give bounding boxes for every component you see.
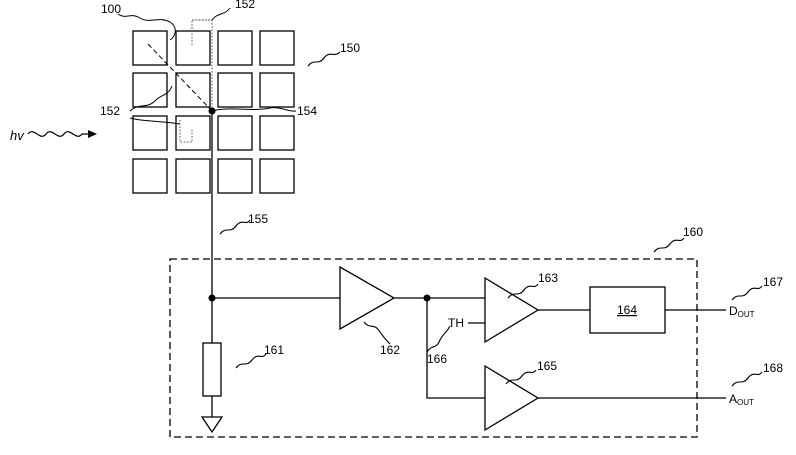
node-154 — [208, 107, 216, 115]
label-166: 166 — [427, 352, 447, 366]
label-161: 161 — [264, 343, 284, 357]
leader-154 — [211, 107, 297, 112]
label-100: 100 — [101, 2, 121, 16]
squiggle-163 — [507, 283, 539, 299]
dotted-boundary — [179, 19, 213, 143]
squiggle-150 — [307, 51, 341, 67]
ground-symbol — [200, 416, 224, 434]
aout-main: A — [729, 392, 737, 406]
label-152-left: 152 — [100, 104, 120, 118]
pixel — [132, 115, 168, 151]
pixel — [259, 30, 295, 66]
dout-sub: OUT — [738, 310, 755, 319]
label-165: 165 — [537, 359, 557, 373]
squiggle-160 — [653, 237, 685, 253]
pixel — [217, 115, 253, 151]
pixel — [217, 72, 253, 108]
squiggle-168 — [731, 371, 763, 387]
label-th: TH — [448, 316, 464, 330]
label-160: 160 — [683, 225, 703, 239]
label-163: 163 — [538, 271, 558, 285]
pixel-array — [132, 30, 295, 194]
aout-sub: OUT — [737, 398, 754, 407]
circuit-box — [169, 258, 698, 438]
comparator-165 — [484, 364, 540, 432]
pixel — [259, 158, 295, 194]
wire-to-165 — [426, 298, 485, 399]
squiggle-162 — [363, 321, 391, 345]
squiggle-161 — [235, 353, 267, 369]
squiggle-155 — [219, 219, 251, 235]
dout-main: D — [729, 304, 738, 318]
leader-100 — [117, 13, 176, 41]
photon-arrowhead — [88, 130, 97, 138]
diagonal-line — [147, 43, 213, 112]
pixel — [217, 30, 253, 66]
squiggle-165 — [505, 369, 537, 385]
label-dout: DOUT — [729, 304, 755, 319]
leader-152-left-tail — [129, 117, 181, 125]
pixel — [259, 72, 295, 108]
comparator-163 — [484, 276, 540, 344]
pixel — [175, 72, 211, 108]
squiggle-167 — [731, 285, 763, 301]
photon-wave — [27, 131, 88, 137]
label-154: 154 — [297, 104, 317, 118]
label-155: 155 — [248, 212, 268, 226]
amplifier-162 — [339, 265, 396, 331]
leader-152-top — [211, 7, 231, 21]
pixel — [259, 115, 295, 151]
pixel — [217, 158, 253, 194]
label-aout: AOUT — [729, 392, 754, 407]
pixel — [132, 72, 168, 108]
resistor-161 — [202, 342, 222, 397]
label-152-top: 152 — [235, 0, 255, 11]
leader-152-left — [129, 85, 173, 112]
label-162: 162 — [380, 343, 400, 357]
pixel — [132, 158, 168, 194]
block-164 — [589, 286, 666, 334]
label-164: 164 — [617, 303, 637, 317]
pixel — [132, 30, 168, 66]
label-150: 150 — [340, 41, 360, 55]
pixel — [175, 30, 211, 66]
label-168: 168 — [763, 361, 783, 375]
squiggle-166 — [426, 325, 451, 353]
pixel — [175, 115, 211, 151]
label-167: 167 — [763, 275, 783, 289]
label-hv: hv — [10, 128, 25, 143]
pixel — [175, 158, 211, 194]
